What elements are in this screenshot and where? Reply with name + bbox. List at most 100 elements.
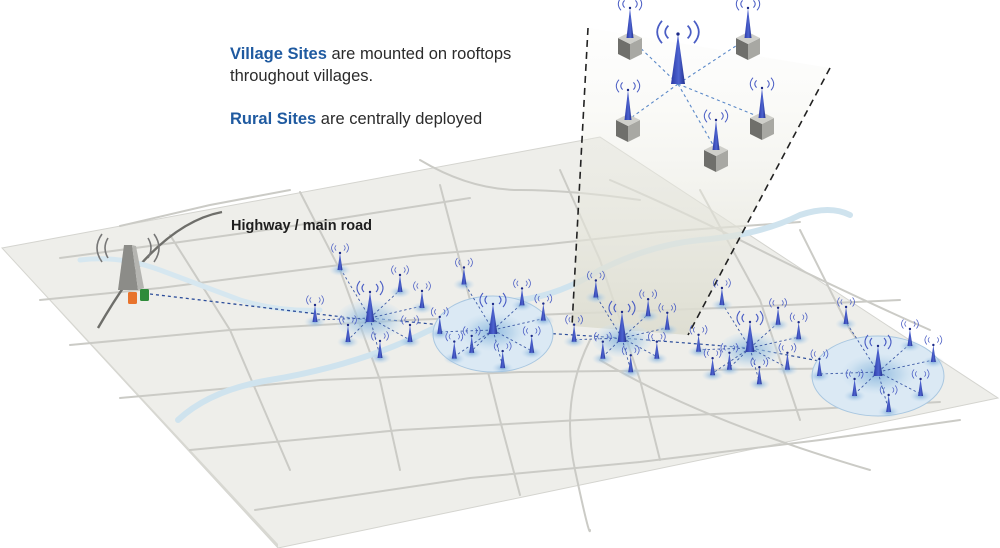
village-link [492, 329, 504, 367]
signal-waves-icon [455, 257, 473, 268]
village-site-icon [628, 354, 634, 373]
signal-waves-icon [924, 335, 943, 345]
signal-waves-icon [534, 293, 553, 304]
village-site-icon [735, 0, 761, 60]
signal-waves-icon [608, 300, 636, 316]
village-link [621, 337, 632, 371]
village-cluster [687, 278, 810, 391]
signal-waves-icon [789, 312, 808, 322]
village-site-icon [519, 287, 525, 306]
signal-waves-icon [306, 295, 324, 305]
village-site-icon [377, 339, 383, 358]
village-link [749, 347, 760, 383]
village-link [369, 317, 381, 357]
signal-waves-icon [735, 0, 761, 11]
river [175, 207, 853, 423]
rooftop-antenna [624, 88, 632, 120]
village-site-icon [756, 366, 762, 385]
signal-waves-icon [810, 349, 829, 359]
village-link [463, 282, 494, 331]
village-site-icon [930, 343, 936, 362]
village-site-icon [654, 340, 660, 359]
village-link [492, 303, 523, 331]
signal-waves-icon [911, 369, 930, 379]
village-site-icon [816, 357, 822, 376]
village-site-icon [664, 311, 670, 330]
rural-site-icon [365, 290, 375, 322]
village-link [721, 302, 751, 349]
signal-waves-icon [656, 20, 700, 44]
signal-waves-icon [445, 331, 464, 342]
rooftop-antenna [712, 118, 720, 150]
village-cluster [304, 243, 433, 364]
signal-waves-icon [391, 265, 409, 275]
village-site-icon [407, 323, 413, 342]
village-site-icon [784, 351, 790, 370]
village-site-icon [710, 357, 716, 376]
village-site-icon [719, 286, 725, 305]
backhaul-link [149, 293, 369, 321]
inset-link [677, 83, 717, 151]
village-site-icon [461, 266, 467, 285]
gateway-tower-icon [96, 233, 160, 304]
village-site-icon [593, 279, 599, 298]
signal-waves-icon [356, 280, 384, 296]
signal-waves-icon [769, 298, 787, 308]
village-site-icon [437, 315, 443, 334]
signal-waves-icon [845, 369, 864, 379]
ground-edge [2, 248, 278, 548]
signal-waves-icon [430, 307, 449, 317]
signal-waves-icon [864, 334, 892, 350]
signal-waves-icon [879, 385, 898, 395]
rural-sites-caption: Rural Sites are centrally deployed [230, 108, 550, 130]
village-site-icon [419, 289, 425, 308]
village-site-icon [451, 340, 457, 359]
village-site-icon [571, 323, 577, 342]
rooftop-antenna [744, 6, 752, 38]
signal-waves-icon [713, 278, 731, 288]
village-sites-caption: Village Sites are mounted on rooftops th… [230, 43, 550, 87]
signal-waves-icon [513, 278, 531, 289]
signal-waves-icon [413, 281, 431, 291]
village-site-icon [345, 323, 351, 342]
rural-site-icon [617, 310, 627, 342]
village-site-icon [796, 321, 802, 340]
signal-waves-icon [639, 289, 657, 299]
signal-waves-icon [594, 331, 612, 342]
village-site-icon [529, 334, 535, 353]
signal-waves-icon [837, 297, 855, 307]
village-site-icon [312, 303, 318, 322]
signal-waves-icon [621, 345, 640, 356]
village-sites-text: are mounted on rooftops throughout villa… [230, 45, 512, 85]
village-site-icon [615, 79, 641, 142]
village-site-icon [617, 0, 643, 60]
village-site-icon [397, 273, 403, 292]
village-link [877, 371, 890, 411]
signal-waves-icon [736, 310, 764, 326]
village-site-icon [645, 298, 651, 317]
river-branch [77, 256, 323, 313]
signal-waves-icon [778, 343, 797, 353]
signal-waves-icon [493, 341, 512, 351]
village-site-icon [337, 251, 343, 270]
village-site-icon [749, 77, 775, 140]
village-site-icon [852, 377, 858, 396]
village-cluster [808, 297, 945, 418]
signal-waves-icon [331, 243, 349, 253]
village-site-icon [907, 327, 913, 346]
signal-waves-icon [749, 77, 775, 91]
signal-waves-icon [522, 326, 541, 336]
inset-link [627, 83, 679, 121]
village-site-icon [843, 305, 849, 324]
zoom-line-right [687, 67, 831, 336]
signal-waves-icon [750, 357, 769, 367]
village-link [492, 318, 544, 331]
signal-waves-icon [689, 325, 708, 335]
village-site-icon [775, 306, 781, 325]
village-link [621, 313, 649, 339]
signal-waves-icon [901, 319, 919, 329]
signal-waves-icon [703, 109, 729, 123]
inset-link [677, 37, 749, 85]
village-sites-term: Village Sites [230, 45, 327, 63]
signal-waves-icon [658, 303, 677, 313]
